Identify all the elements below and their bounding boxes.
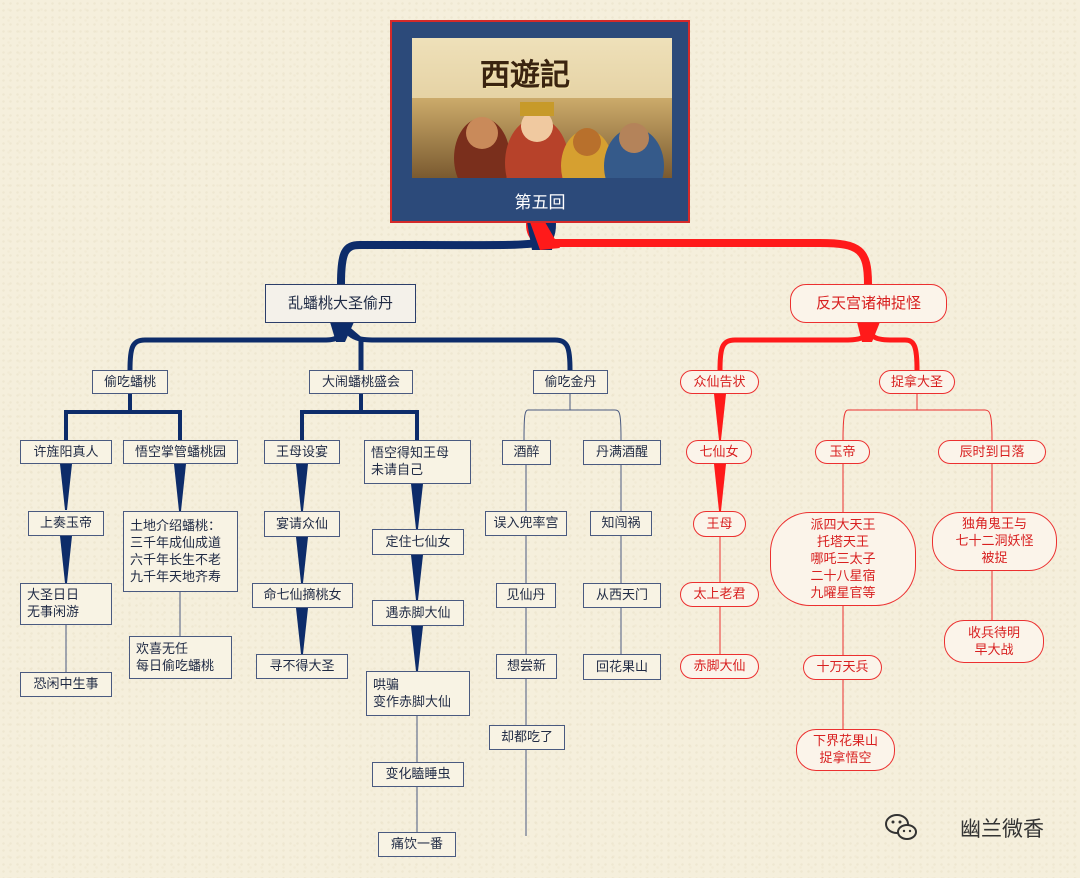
node-see-pills[interactable]: 见仙丹 [496, 583, 556, 608]
node-report-emperor[interactable]: 上奏玉帝 [28, 511, 104, 536]
node-invite-immortals[interactable]: 宴请众仙 [264, 511, 340, 537]
watermark: 幽兰微香 [960, 815, 1044, 841]
node-xu-jingyang[interactable]: 许旌阳真人 [20, 440, 112, 464]
node-taste[interactable]: 想尝新 [496, 654, 557, 679]
node-seven-maidens[interactable]: 命七仙摘桃女 [252, 583, 353, 608]
node-back-huaguo[interactable]: 回花果山 [583, 654, 661, 680]
branch-left[interactable]: 乱蟠桃大圣偷丹 [265, 284, 416, 323]
node-complaints[interactable]: 众仙告状 [680, 370, 759, 394]
node-retreat[interactable]: 收兵待明 早大战 [944, 620, 1044, 663]
node-queen-mother[interactable]: 王母 [693, 511, 746, 537]
node-steal-peaches[interactable]: 偷吃蟠桃 [92, 370, 168, 394]
node-fear-trouble[interactable]: 恐闲中生事 [20, 672, 112, 697]
node-know-trouble[interactable]: 知闯祸 [590, 511, 652, 536]
poster-figures [412, 38, 672, 178]
node-not-invited[interactable]: 悟空得知王母 未请自己 [364, 440, 471, 484]
node-eat-daily[interactable]: 欢喜无任 每日偷吃蟠桃 [129, 636, 232, 679]
poster-image: 西遊記 [412, 38, 672, 178]
node-jade-emperor[interactable]: 玉帝 [815, 440, 870, 464]
node-cannot-find[interactable]: 寻不得大圣 [256, 654, 348, 679]
node-tushita[interactable]: 误入兜率宫 [485, 511, 567, 536]
node-soldiers[interactable]: 十万天兵 [803, 655, 882, 680]
node-demons[interactable]: 独角鬼王与 七十二洞妖怪 被捉 [932, 512, 1057, 571]
node-laojun[interactable]: 太上老君 [680, 582, 759, 607]
node-sunset[interactable]: 辰时到日落 [938, 440, 1046, 464]
node-steal-elixir[interactable]: 偷吃金丹 [533, 370, 608, 394]
node-west-gate[interactable]: 从西天门 [583, 583, 661, 608]
node-capture[interactable]: 捉拿大圣 [879, 370, 955, 394]
node-idle-wander[interactable]: 大圣日日 无事闲游 [20, 583, 112, 625]
node-disguise[interactable]: 哄骗 变作赤脚大仙 [366, 671, 470, 716]
node-drunk[interactable]: 酒醉 [502, 440, 551, 465]
node-meet-chijiao[interactable]: 遇赤脚大仙 [372, 600, 464, 626]
node-seven-fairies[interactable]: 七仙女 [686, 440, 752, 464]
node-heavenly-kings[interactable]: 派四大天王 托塔天王 哪吒三太子 二十八星宿 九曜星官等 [770, 512, 916, 606]
node-sober[interactable]: 丹满酒醒 [583, 440, 661, 465]
node-freeze-maidens[interactable]: 定住七仙女 [372, 529, 464, 555]
wechat-icon [885, 814, 917, 840]
branch-right[interactable]: 反天宫诸神捉怪 [790, 284, 947, 323]
root-title: 第五回 [514, 192, 566, 213]
node-peach-intro[interactable]: 土地介绍蟠桃： 三千年成仙成道 六千年长生不老 九千年天地齐寿 [123, 511, 238, 592]
node-sleep-bugs[interactable]: 变化瞌睡虫 [372, 762, 464, 787]
node-queen-banquet[interactable]: 王母设宴 [264, 440, 340, 464]
node-drink[interactable]: 痛饮一番 [378, 832, 456, 857]
node-ate-all[interactable]: 却都吃了 [489, 725, 565, 750]
node-manage-orchard[interactable]: 悟空掌管蟠桃园 [123, 440, 238, 464]
node-peach-banquet[interactable]: 大闹蟠桃盛会 [309, 370, 413, 394]
node-descend[interactable]: 下界花果山 捉拿悟空 [796, 729, 895, 771]
poster-logo: 西遊記 [480, 58, 570, 93]
node-chijiao[interactable]: 赤脚大仙 [680, 654, 759, 679]
root-node[interactable]: 西遊記 第五回 [390, 20, 690, 223]
watermark-text: 幽兰微香 [960, 818, 1044, 841]
